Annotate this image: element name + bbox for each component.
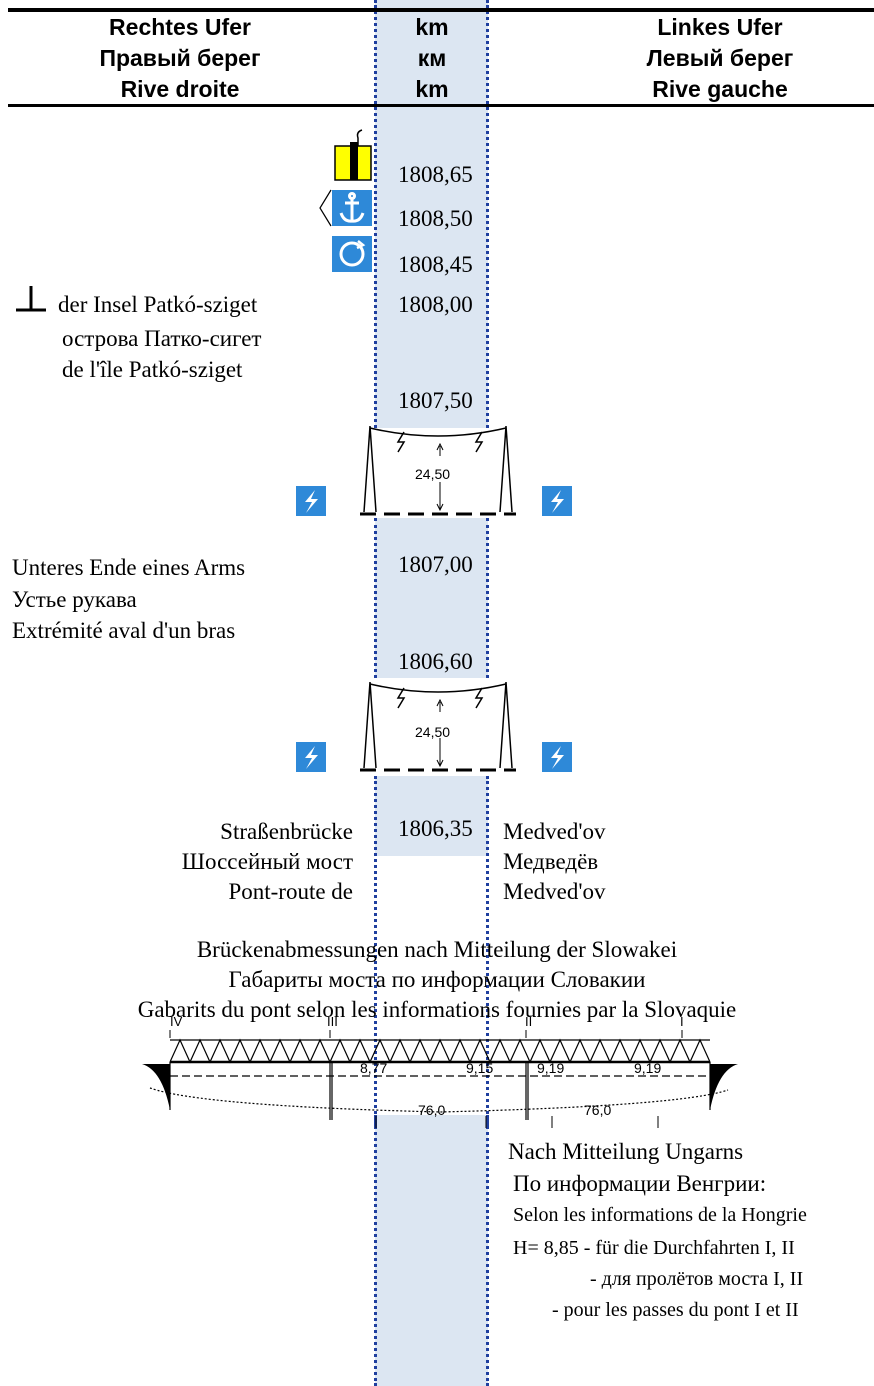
channel-edge-right [486,1115,489,1386]
channel-edge-left [374,518,377,678]
hungary-height-ru: - для пролётов моста I, II [590,1268,804,1290]
bridge-name-de: Medved'ov [503,819,606,844]
header-km-ru: км [417,45,447,71]
turning-area-icon [332,236,372,272]
power-line-icon [542,742,572,772]
header-right-bank: Rechtes Ufer Правый берег Rive droite [30,12,330,105]
km-mark: 1806,35 [398,816,473,841]
bridge-pass-label: II [525,1014,533,1029]
dimensions-note-de: Brückenabmessungen nach Mitteilung der S… [196,937,678,962]
island-ru: острова Патко-сигет [62,326,262,351]
bridge-height: 9,15 [466,1060,494,1076]
island-end-icon [14,284,48,314]
fairway-band-middle [375,518,488,678]
buoy-icon [334,128,374,182]
header-km: km км km [378,12,486,105]
header-left-bank-fr: Rive gauche [652,76,788,102]
channel-edge-left [374,776,377,1126]
header-km-fr: km [415,76,449,102]
header-left-bank: Linkes Ufer Левый берег Rive gauche [580,12,860,105]
power-line-icon [296,742,326,772]
hungary-height-fr: - pour les passes du pont I et II [552,1299,799,1321]
header-top-rule [8,8,874,12]
header-km-de: km [415,14,449,40]
hungary-note-de: Nach Mitteilung Ungarns [508,1139,744,1164]
hungary-note-fr: Selon les informations de la Hongrie [513,1204,807,1226]
powerline-clearance: 24,50 [415,466,451,482]
bridge-type-ru: Шоссейный мост [181,849,353,874]
overhead-cable-icon [360,424,516,520]
bridge-pass-label: I [680,1014,684,1029]
channel-edge-right [486,0,489,428]
header-right-bank-de: Rechtes Ufer [109,14,251,40]
bridge-name-fr: Medved'ov [503,879,606,904]
anchorage-prohibited-icon [318,188,374,228]
fairway-band-lower [375,776,488,856]
powerline-clearance: 24,50 [415,724,451,740]
bridge-height: 9,19 [634,1060,662,1076]
header-right-bank-fr: Rive droite [120,76,240,102]
km-mark: 1808,00 [398,292,473,317]
header-left-bank-ru: Левый берег [646,45,794,71]
km-mark: 1808,65 [398,162,473,187]
bridge-pass-label: III [327,1014,338,1029]
bridge-height: 9,19 [537,1060,565,1076]
overhead-cable-icon [360,680,516,776]
fairway-band-top [375,0,488,428]
km-mark: 1808,50 [398,206,473,231]
header-bottom-rule [8,104,874,107]
island-fr: de l'île Patkó-sziget [62,357,243,382]
power-line-icon [296,486,326,516]
dimensions-note-ru: Габариты моста по информации Словакии [228,967,646,992]
channel-edge-right [486,518,489,678]
channel-edge-left [374,0,377,428]
island-de: der Insel Patkó-sziget [58,292,258,317]
header-left-bank-de: Linkes Ufer [657,14,783,40]
km-mark: 1807,50 [398,388,473,413]
arm-end-de: Unteres Ende eines Arms [12,555,246,580]
km-mark: 1808,45 [398,252,473,277]
bridge-span-width: 76,0 [584,1102,612,1118]
channel-edge-left [374,1115,377,1386]
arm-end-fr: Extrémité aval d'un bras [12,618,236,643]
power-line-icon [542,486,572,516]
bridge-type-fr: Pont-route de [228,879,353,904]
arm-end-ru: Устье рукава [12,587,137,612]
bridge-height: 8,77 [360,1060,388,1076]
bridge-span-width: 76,0 [418,1102,446,1118]
bridge-pass-label: IV [170,1014,183,1029]
km-mark: 1806,60 [398,649,473,674]
bridge-name-ru: Медведёв [503,849,599,874]
channel-edge-right [486,776,489,1126]
bridge-drawing [140,1020,740,1130]
header-right-bank-ru: Правый берег [99,45,261,71]
dimensions-note-fr: Gabarits du pont selon les informations … [137,997,737,1022]
hungary-note-ru: По информации Венгрии: [513,1171,767,1196]
hungary-height-de: H= 8,85 - für die Durchfahrten I, II [513,1237,795,1259]
fairway-band-bottom [375,1115,488,1386]
km-mark: 1807,00 [398,552,473,577]
bridge-type-de: Straßenbrücke [220,819,353,844]
